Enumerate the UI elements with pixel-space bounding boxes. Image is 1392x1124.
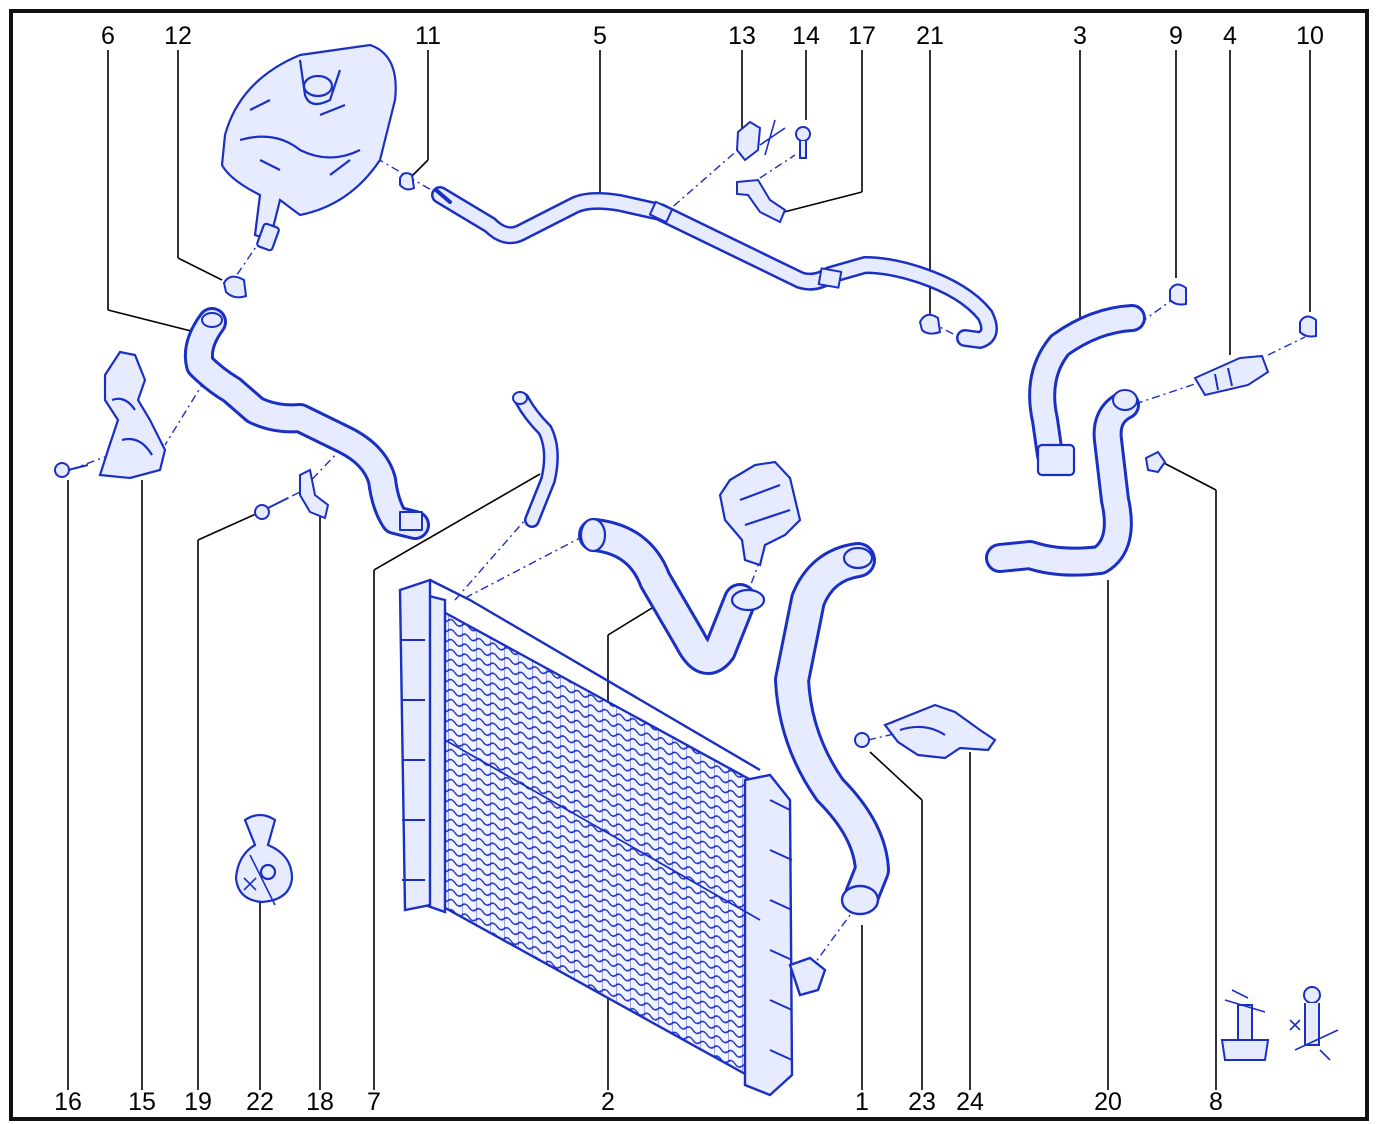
- callout-19: 19: [184, 1088, 212, 1116]
- thermostat-housing-24: [883, 703, 997, 760]
- bolt-19: [254, 497, 289, 520]
- callout-2: 2: [601, 1088, 615, 1116]
- clip-8: [1144, 450, 1167, 474]
- callout-8: 8: [1209, 1088, 1223, 1116]
- leader-lines: [67, 50, 1311, 1090]
- radiator: [398, 578, 827, 1097]
- leader-23b: [869, 751, 923, 801]
- leader-19b: [197, 512, 259, 541]
- hose-clamp-12: [222, 275, 248, 299]
- heater-hose-3: [1028, 304, 1146, 477]
- leader-8b: [1161, 461, 1217, 491]
- leader-17b: [783, 191, 863, 213]
- callout-13: 13: [728, 22, 756, 50]
- leader-2b: [607, 607, 653, 636]
- nut-23: [854, 732, 870, 748]
- hose-bracket-18: [299, 468, 330, 520]
- hose-clamp-11: [399, 172, 416, 191]
- callout-17: 17: [848, 22, 876, 50]
- callout-20: 20: [1094, 1088, 1122, 1116]
- hose-connector-4: [1193, 354, 1270, 397]
- callout-12: 12: [164, 22, 192, 50]
- callout-22: 22: [246, 1088, 274, 1116]
- hose-clamp-21: [918, 313, 942, 335]
- tie-clip-22: [234, 813, 294, 906]
- callout-1: 1: [855, 1088, 869, 1116]
- callout-11: 11: [415, 22, 441, 50]
- callout-21: 21: [916, 22, 944, 50]
- bracket-13: [735, 119, 786, 162]
- callout-23: 23: [908, 1088, 936, 1116]
- callout-16: 16: [54, 1088, 82, 1116]
- bleed-hose-7: [512, 391, 559, 528]
- callout-15: 15: [128, 1088, 156, 1116]
- callout-14: 14: [792, 22, 820, 50]
- callout-6: 6: [101, 22, 115, 50]
- callout-7: 7: [367, 1088, 381, 1116]
- leader-12b: [177, 257, 223, 281]
- tank-bracket-15: [98, 350, 167, 480]
- leader-7b: [373, 473, 541, 571]
- bolt-14: [795, 126, 811, 159]
- callout-5: 5: [593, 22, 607, 50]
- callout-10: 10: [1296, 22, 1324, 50]
- callout-24: 24: [956, 1088, 984, 1116]
- heater-return-hose-20: [985, 389, 1140, 577]
- leader-6b: [107, 309, 196, 333]
- callout-18: 18: [306, 1088, 334, 1116]
- callout-4: 4: [1223, 22, 1237, 50]
- upper-hose-2: [578, 517, 766, 675]
- expansion-hose-6: [183, 307, 430, 540]
- thermostat-housing-upper: [718, 460, 802, 567]
- bolt-16: [54, 462, 89, 478]
- coolant-pipe-5: [431, 186, 998, 349]
- torque-detail: [1220, 986, 1339, 1061]
- callout-3: 3: [1073, 22, 1087, 50]
- callout-9: 9: [1169, 22, 1183, 50]
- expansion-tank: [220, 43, 397, 252]
- pipe-bracket-17: [736, 178, 787, 224]
- hose-clamp-10: [1299, 315, 1317, 338]
- diagram-frame: [9, 9, 1369, 1121]
- lower-hose-1: [774, 542, 890, 916]
- hose-clamp-9: [1169, 283, 1187, 306]
